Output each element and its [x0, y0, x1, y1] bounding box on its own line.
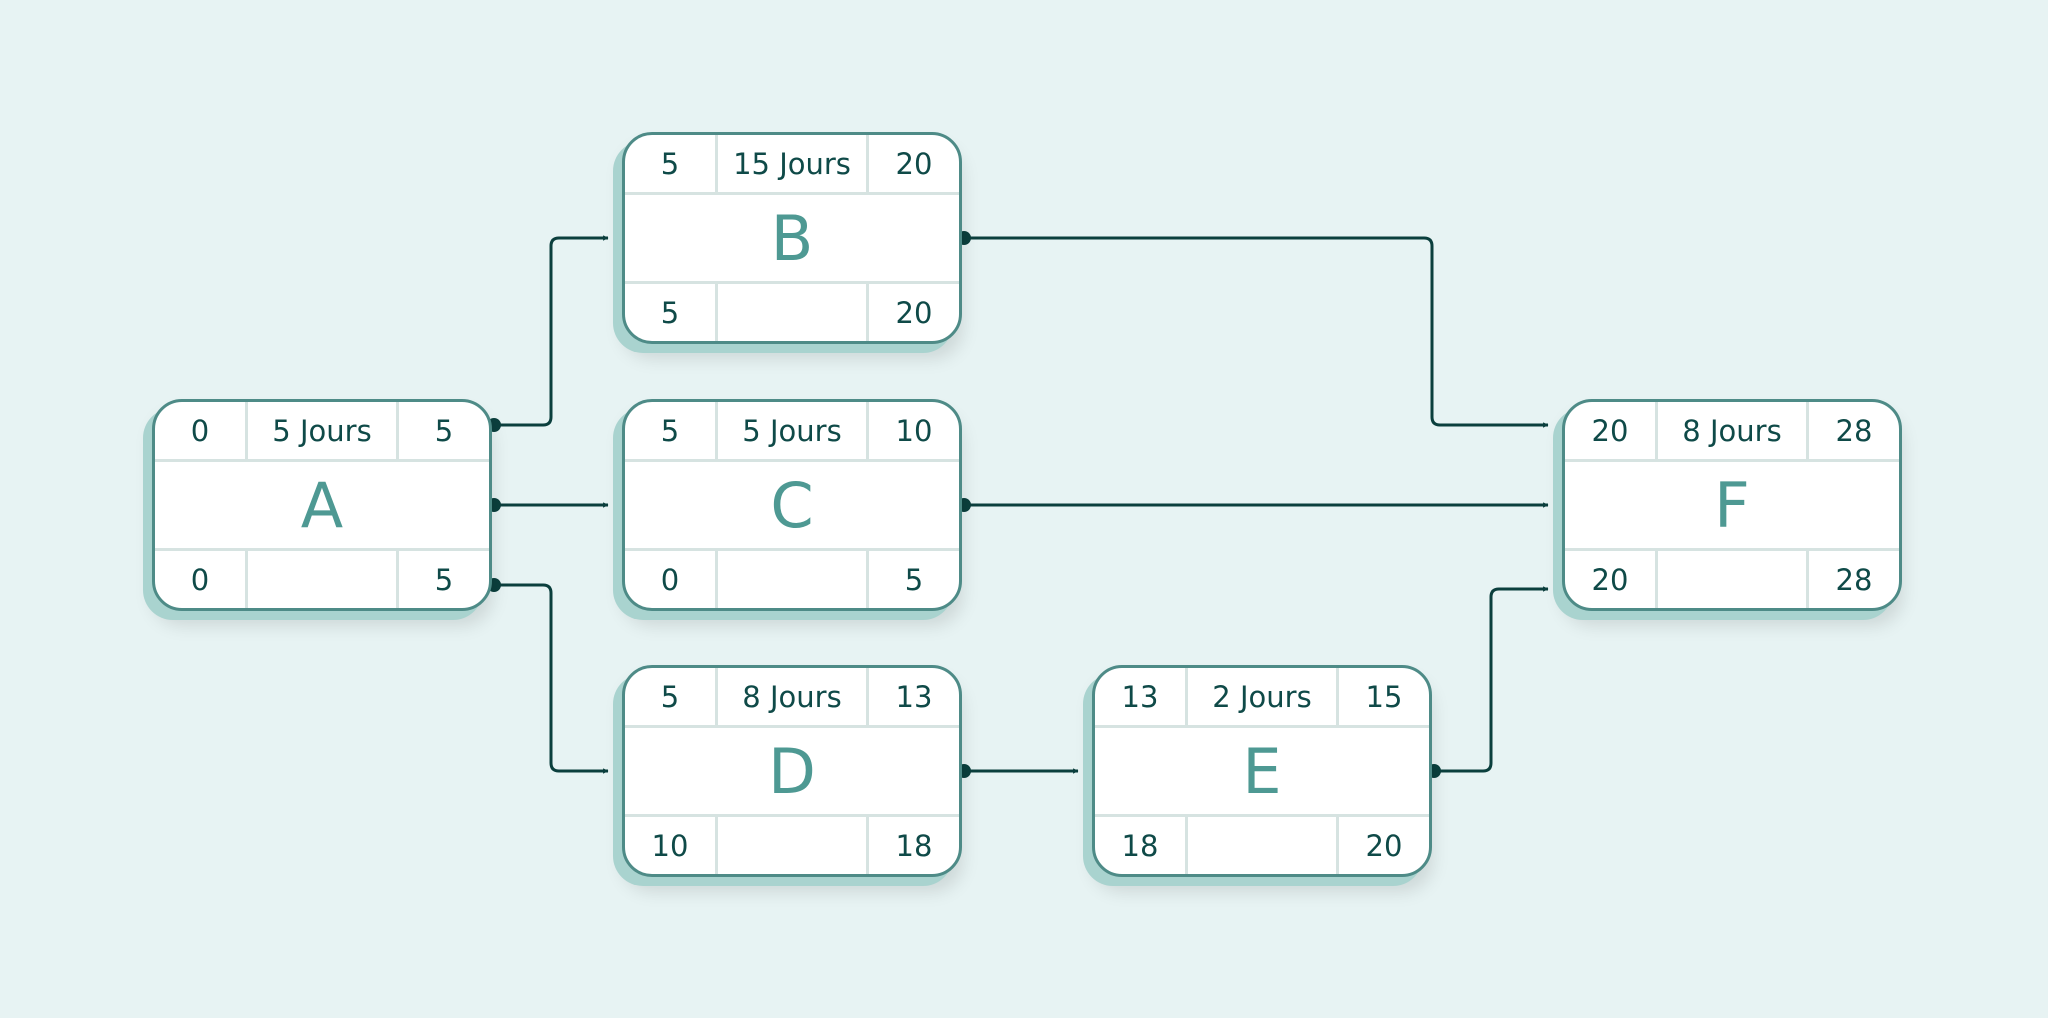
early-start: 5: [660, 146, 680, 181]
slack: [245, 551, 399, 608]
early-start: 0: [190, 413, 210, 448]
arrow-line: [494, 235, 609, 427]
late-start: 0: [660, 562, 680, 597]
duration: 5 Jours: [245, 402, 399, 459]
duration: 8 Jours: [715, 668, 869, 725]
slack: [1185, 817, 1339, 874]
arrow-d-to-e: [957, 764, 1079, 778]
arrow-line: [1434, 586, 1549, 773]
task-name: D: [768, 734, 816, 808]
early-start: 5: [660, 413, 680, 448]
early-finish: 5: [434, 413, 454, 448]
slack: [715, 551, 869, 608]
task-node-a[interactable]: 0 5 Jours 5 A 0 5: [152, 399, 492, 611]
early-finish: 15: [1365, 679, 1403, 714]
late-finish: 18: [895, 828, 933, 863]
late-start: 18: [1121, 828, 1159, 863]
task-node-b[interactable]: 5 15 Jours 20 B 5 20: [622, 132, 962, 344]
late-start: 10: [651, 828, 689, 863]
duration: 2 Jours: [1185, 668, 1339, 725]
early-start: 20: [1591, 413, 1629, 448]
early-finish: 13: [895, 679, 933, 714]
arrow-a-to-c: [487, 498, 609, 512]
arrow-c-to-f: [957, 498, 1549, 512]
arrow-b-to-f: [957, 231, 1549, 428]
late-start: 5: [660, 295, 680, 330]
early-start: 13: [1121, 679, 1159, 714]
arrow-e-to-f: [1427, 586, 1549, 778]
late-finish: 20: [1365, 828, 1403, 863]
early-finish: 28: [1835, 413, 1873, 448]
task-name: F: [1714, 468, 1750, 542]
arrow-line: [494, 583, 609, 774]
late-finish: 20: [895, 295, 933, 330]
duration: 15 Jours: [715, 135, 869, 192]
task-name: B: [770, 201, 814, 275]
task-name: A: [300, 468, 344, 542]
arrow-a-to-b: [487, 235, 609, 432]
slack: [1655, 551, 1809, 608]
task-name: C: [770, 468, 814, 542]
early-finish: 20: [895, 146, 933, 181]
late-start: 0: [190, 562, 210, 597]
duration: 8 Jours: [1655, 402, 1809, 459]
early-finish: 10: [895, 413, 933, 448]
task-node-d[interactable]: 5 8 Jours 13 D 10 18: [622, 665, 962, 877]
task-name: E: [1242, 734, 1282, 808]
late-finish: 28: [1835, 562, 1873, 597]
task-node-f[interactable]: 20 8 Jours 28 F 20 28: [1562, 399, 1902, 611]
late-finish: 5: [434, 562, 454, 597]
late-start: 20: [1591, 562, 1629, 597]
task-node-e[interactable]: 13 2 Jours 15 E 18 20: [1092, 665, 1432, 877]
arrow-line: [964, 236, 1549, 428]
duration: 5 Jours: [715, 402, 869, 459]
slack: [715, 817, 869, 874]
task-node-c[interactable]: 5 5 Jours 10 C 0 5: [622, 399, 962, 611]
early-start: 5: [660, 679, 680, 714]
late-finish: 5: [904, 562, 924, 597]
slack: [715, 284, 869, 341]
arrow-a-to-d: [487, 578, 609, 774]
